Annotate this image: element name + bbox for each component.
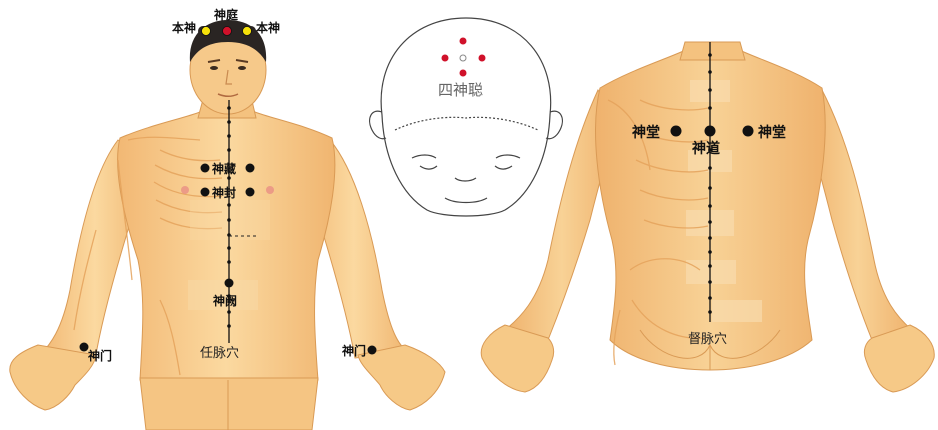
shenfeng-right-point [246, 188, 255, 197]
shenfeng-left-point [201, 188, 210, 197]
benshen-right-point [243, 27, 252, 36]
shenmen-left-label: 神门 [88, 348, 112, 363]
shenting-point [223, 27, 232, 36]
shenting-label: 神庭 [214, 7, 238, 22]
shentang-right-label: 神堂 [758, 124, 786, 141]
sishencong-label: 四神聪 [438, 81, 483, 99]
front-figure [10, 20, 445, 430]
sishencong-points [442, 38, 486, 77]
shenmen-right-label: 神门 [342, 343, 366, 358]
shenque-point [225, 279, 234, 288]
benshen-right-label: 本神 [256, 20, 280, 35]
shentang-left-point [671, 126, 682, 137]
shentang-right-point [743, 126, 754, 137]
shendao-label: 神道 [692, 140, 720, 157]
shentang-left-label: 神堂 [632, 124, 660, 141]
shenque-label: 神阙 [213, 293, 237, 308]
shendao-point [705, 126, 716, 137]
shenzang-label: 神藏 [212, 161, 236, 176]
du-meridian-label: 督脉穴 [688, 332, 727, 347]
benshen-left-label: 本神 [172, 20, 196, 35]
shenfeng-label: 神封 [212, 185, 236, 200]
shenzang-left-point [201, 164, 210, 173]
head-sketch [370, 18, 563, 216]
ren-meridian-label: 任脉穴 [200, 346, 239, 361]
benshen-left-point [202, 27, 211, 36]
front-top-points [198, 26, 256, 36]
shenmen-right-point [368, 346, 377, 355]
shenzang-right-point [246, 164, 255, 173]
